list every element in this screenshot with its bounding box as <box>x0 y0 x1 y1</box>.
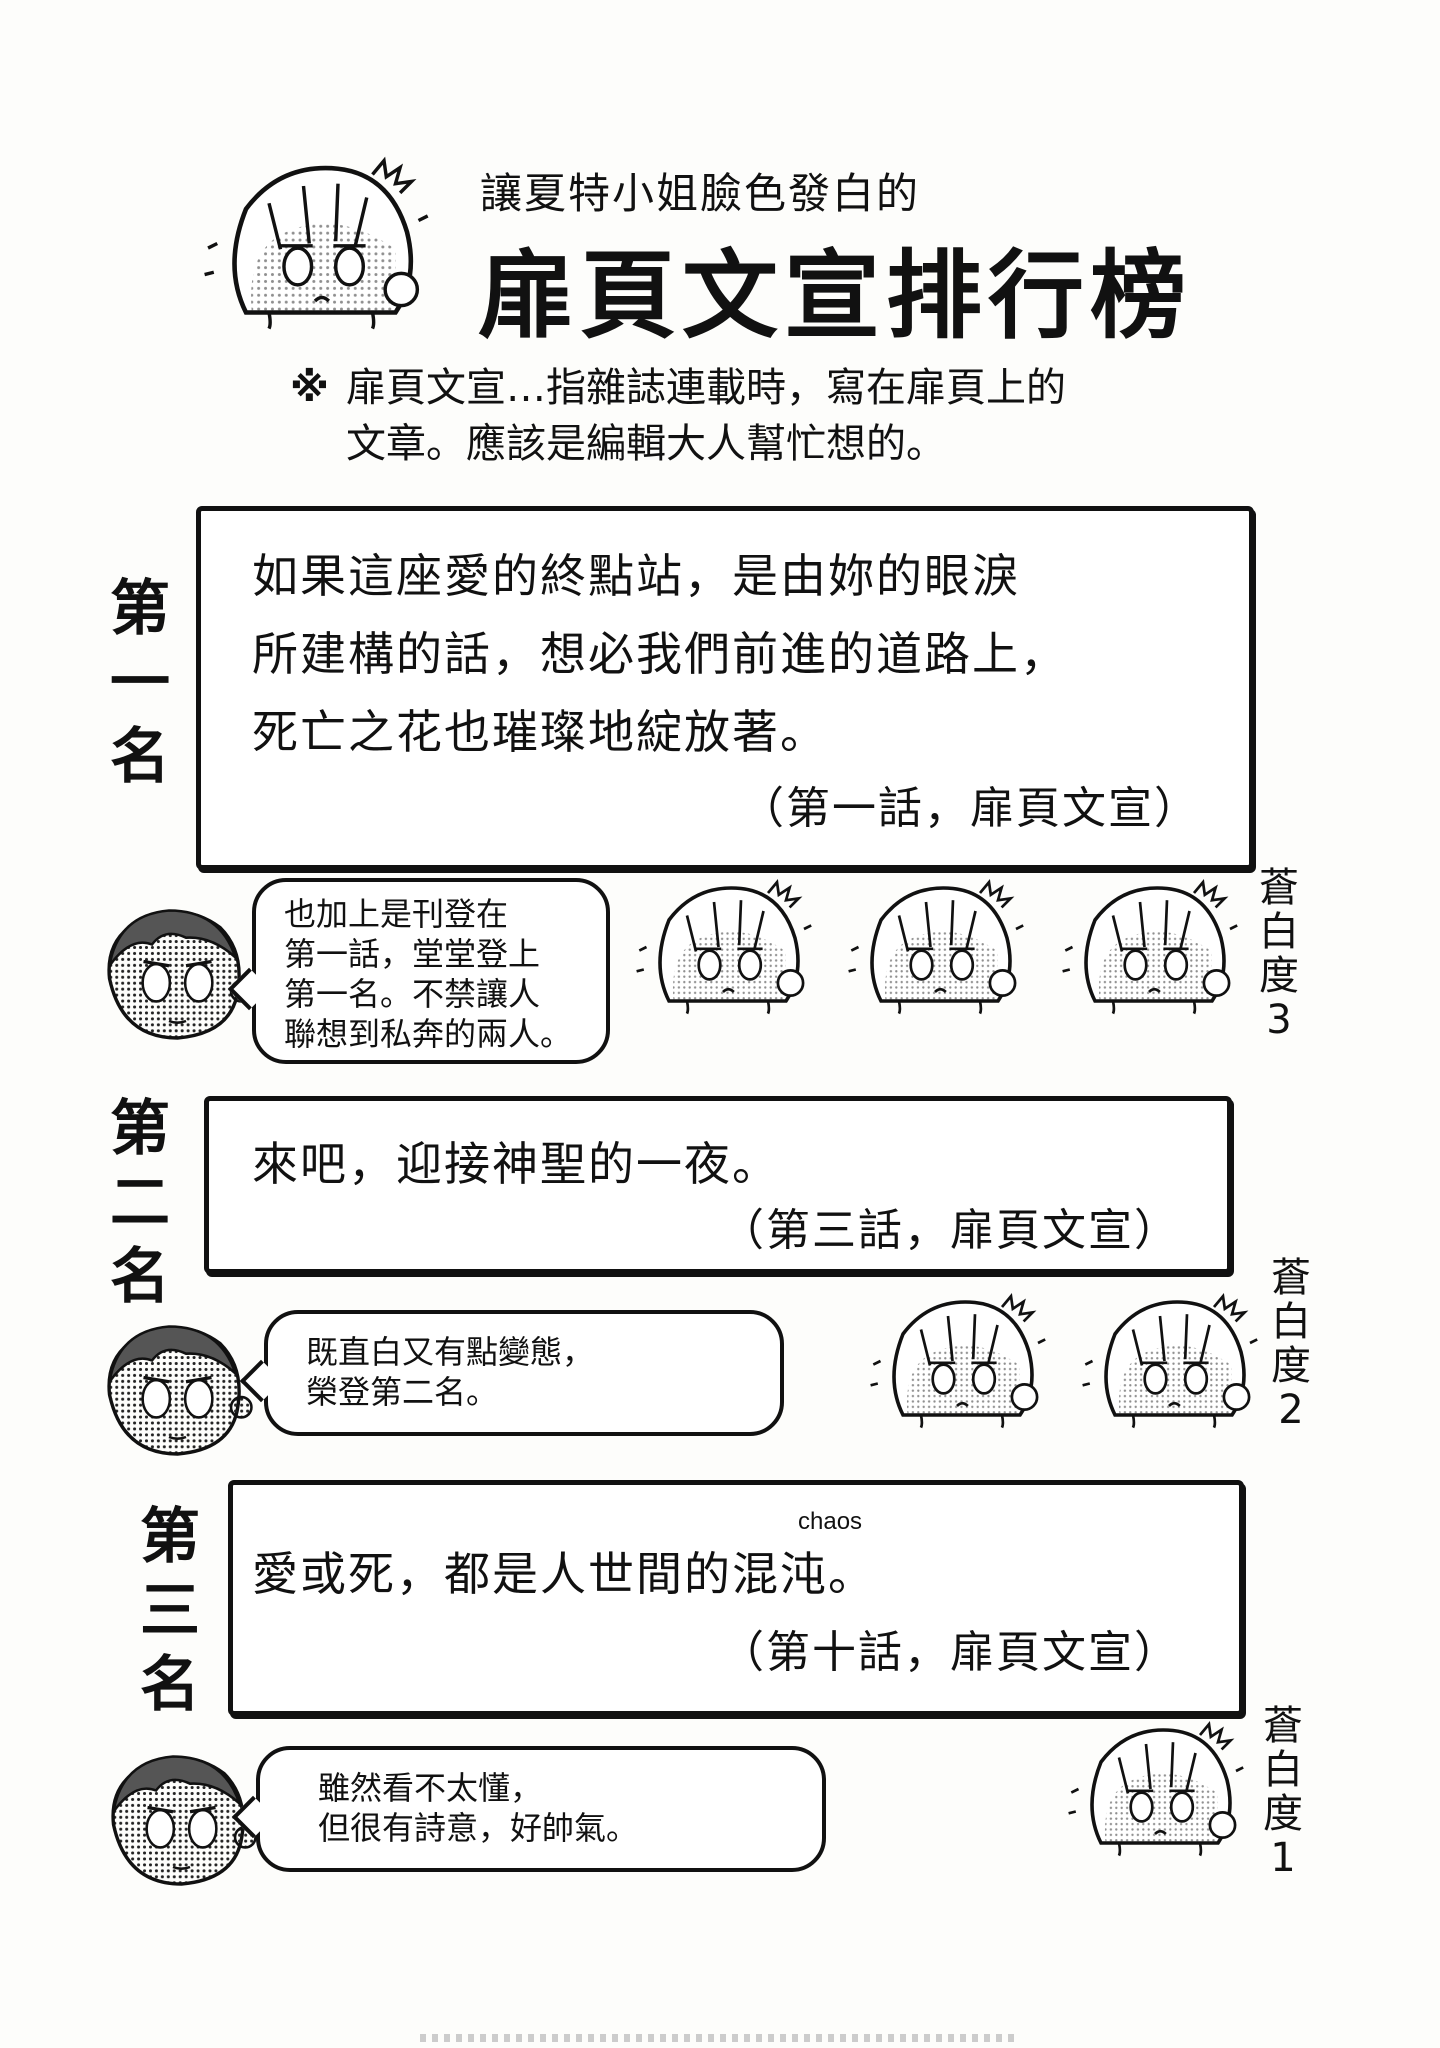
rank-3-comment-bubble: 雖然看不太懂， 但很有詩意，好帥氣。 <box>231 1746 826 1872</box>
pale-face-icon <box>1044 866 1254 1046</box>
boy-face-icon <box>84 880 254 1060</box>
pale-face-icon <box>830 866 1040 1046</box>
rank-2-comment-bubble: 既直白又有點變態， 榮登第二名。 <box>239 1310 784 1436</box>
footnote: ※ 扉頁文宣…指雜誌連載時，寫在扉頁上的 文章。應該是編輯大人幫忙想的。 <box>290 360 1066 472</box>
rank-1-quote-line-1: 如果這座愛的終點站，是由妳的眼淚 <box>252 549 1020 603</box>
rank-3-ruby: chaos <box>798 1508 863 1535</box>
rank-3-label: 第三名 <box>140 1502 200 1720</box>
rank-2-quote-box <box>204 1096 1232 1274</box>
page-subtitle: 讓夏特小姐臉色發白的 <box>480 169 921 218</box>
rank-1-quote-line-2: 所建構的話，想必我們前進的道路上， <box>252 627 1068 681</box>
note-line-2: 文章。應該是編輯大人幫忙想的。 <box>346 421 946 467</box>
rank-1-source: （第一話，扉頁文宣） <box>740 783 1200 834</box>
note-mark: ※ <box>290 365 329 411</box>
rank-3-quote-line-1: 愛或死，都是人世間的混沌。 <box>252 1547 876 1601</box>
pale-face-icon <box>852 1280 1062 1460</box>
rank-2-quote-line-1: 來吧，迎接神聖的一夜。 <box>252 1137 780 1191</box>
pale-face-icon <box>1050 1708 1260 1888</box>
page-bottom-strip <box>420 2034 1020 2042</box>
rank-1-quote-box <box>196 506 1254 870</box>
pale-face-icon <box>170 140 460 370</box>
rank-2-source: （第三話，扉頁文宣） <box>720 1205 1180 1256</box>
rank-1-label: 第一名 <box>110 574 170 792</box>
rank-3-source: （第十話，扉頁文宣） <box>720 1627 1180 1678</box>
rank-2-label: 第二名 <box>110 1094 170 1312</box>
pale-face-icon <box>618 866 828 1046</box>
rank-1-comment-bubble: 也加上是刊登在 第一話，堂堂登上 第一名。不禁讓人 聯想到私奔的兩人。 <box>227 878 610 1064</box>
rank-3-quote-box <box>228 1480 1244 1716</box>
page-title: 扉頁文宣排行榜 <box>478 240 1192 352</box>
rank-1-quote-line-3: 死亡之花也璀璨地綻放著。 <box>252 705 828 759</box>
note-line-1: 扉頁文宣…指雜誌連載時，寫在扉頁上的 <box>346 365 1066 411</box>
pale-face-icon <box>1064 1280 1274 1460</box>
boy-face-icon <box>84 1296 254 1476</box>
